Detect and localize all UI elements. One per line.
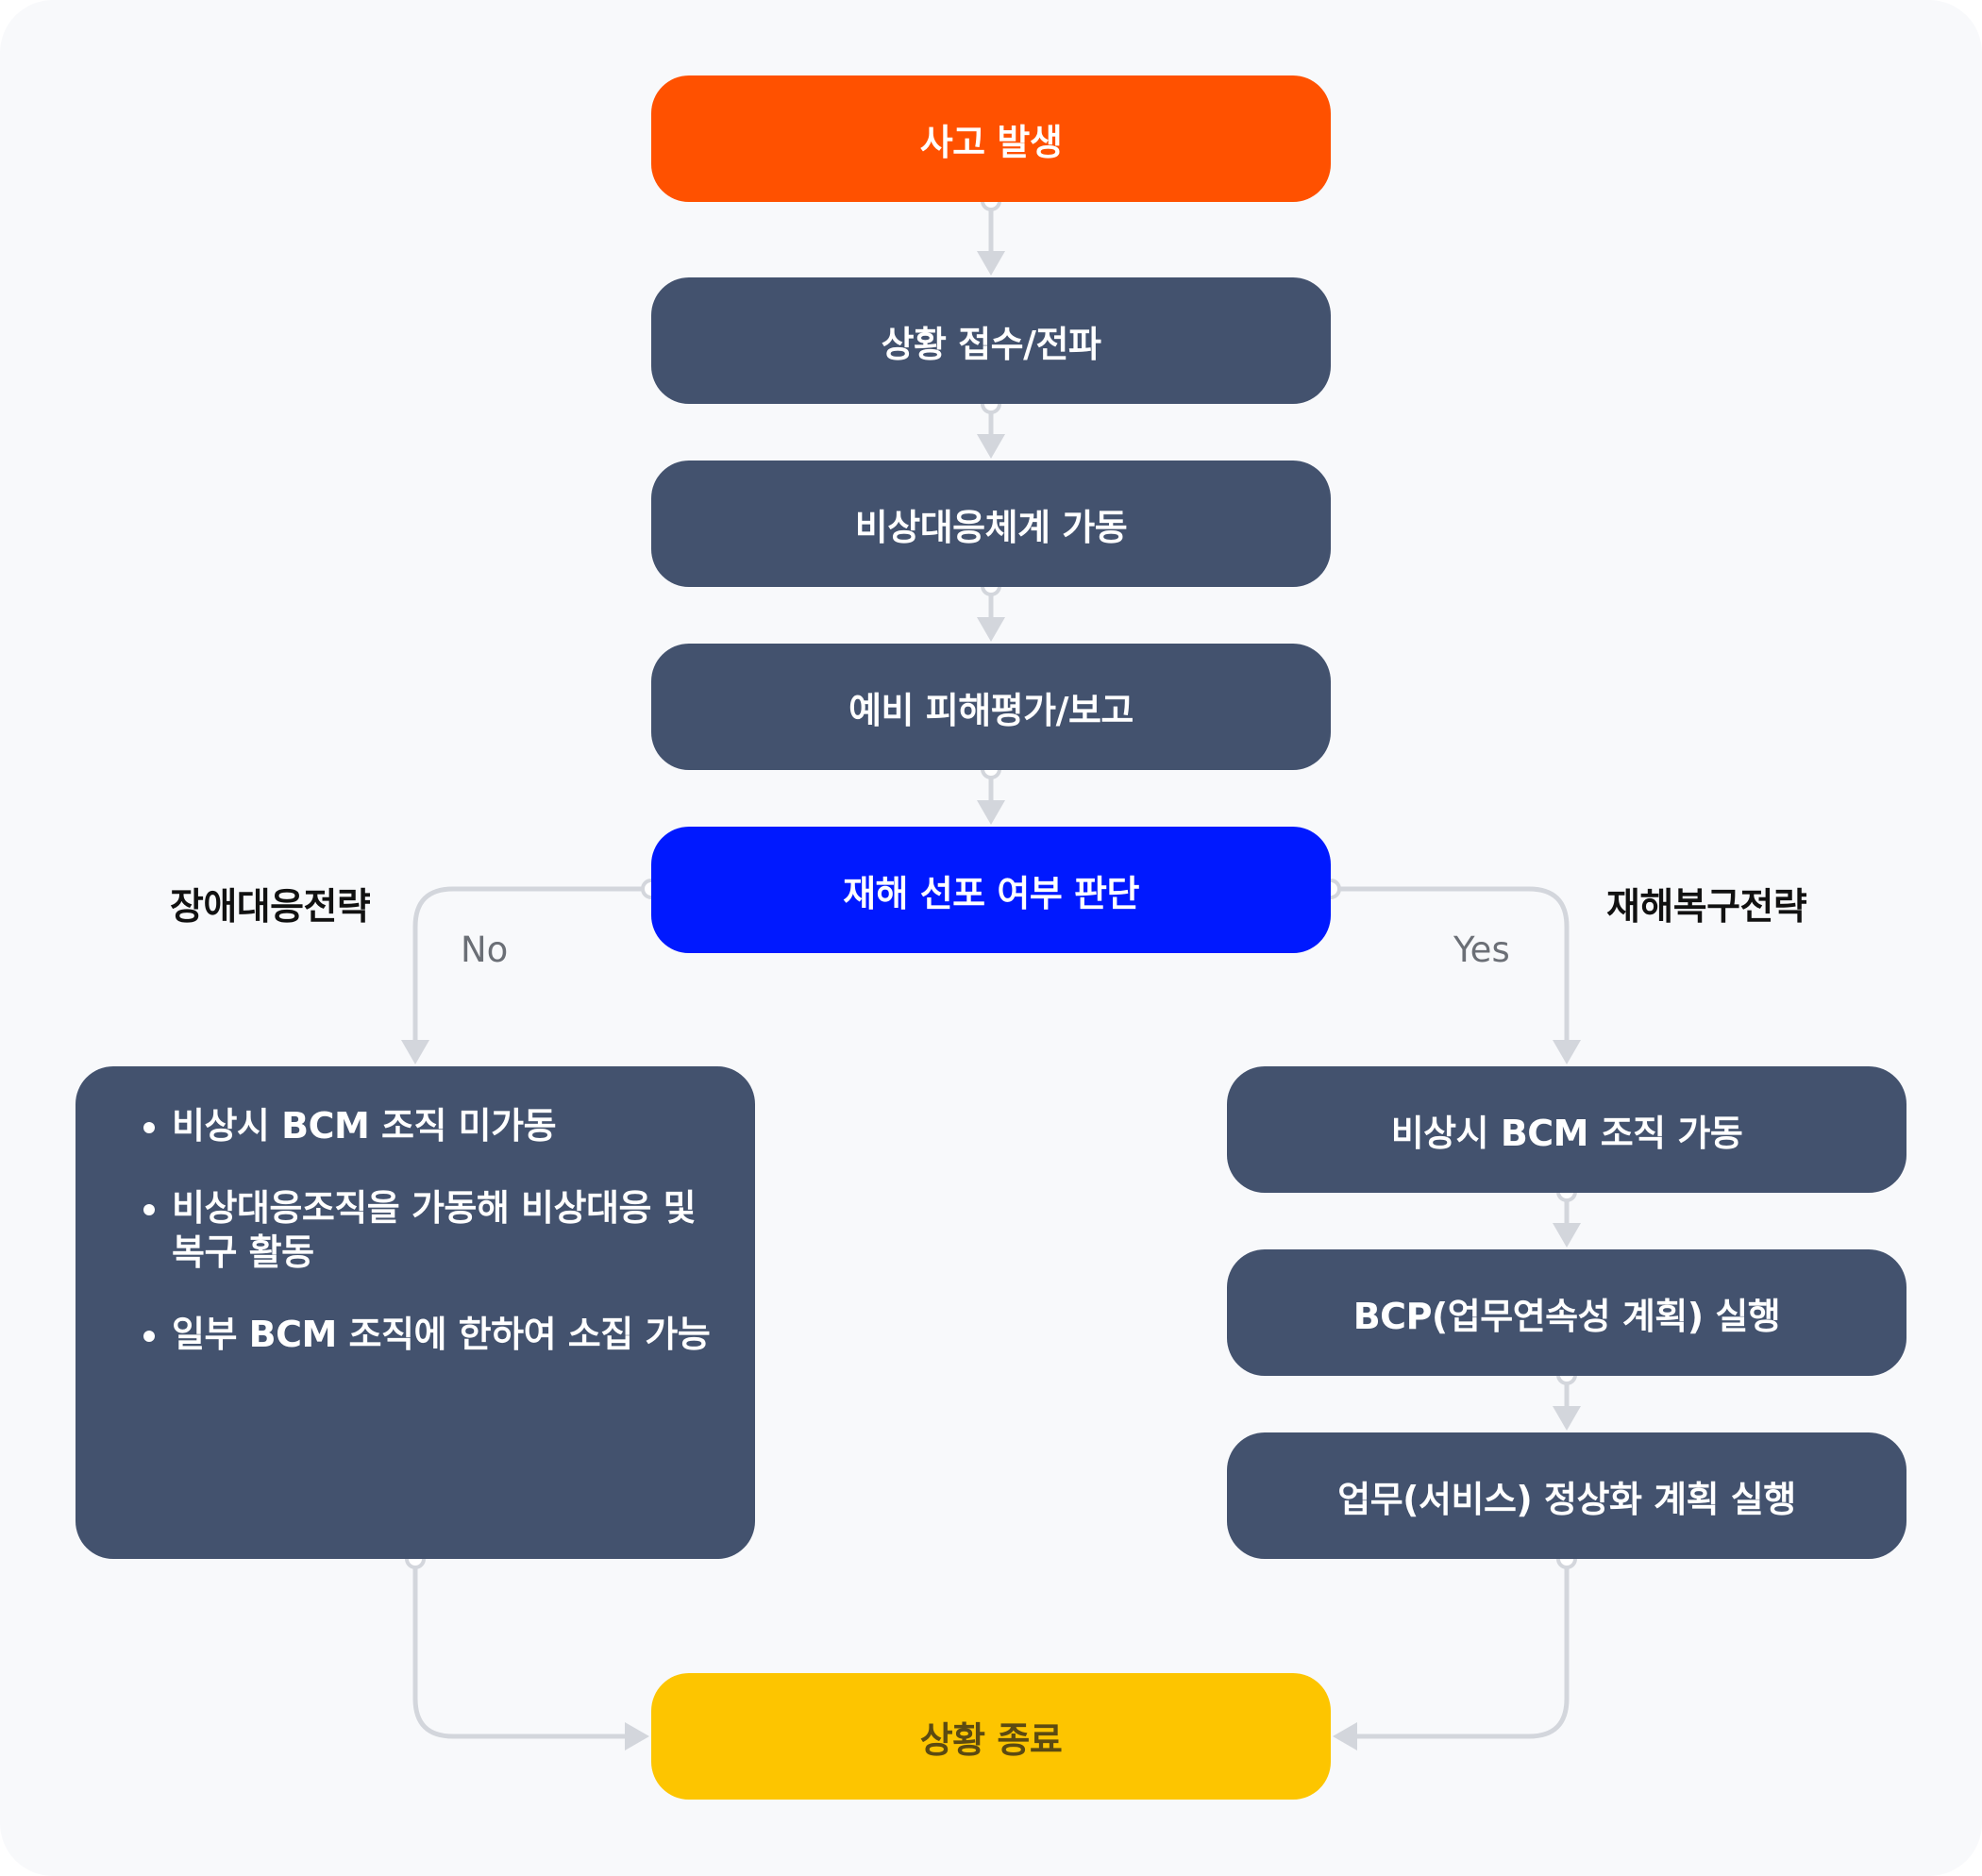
right-answer-label: Yes	[1453, 930, 1510, 970]
node-incident: 사고 발생	[651, 75, 1331, 202]
arrowhead-right-3	[1553, 1406, 1581, 1431]
list-item: 비상대응조직을 가동해 비상대응 및 복구 활동	[172, 1186, 717, 1275]
arrowhead-decision	[977, 800, 1005, 825]
arrowhead-right-2	[1553, 1223, 1581, 1248]
connector-decision-right	[1331, 886, 1570, 1040]
node-assess: 예비 피해평가/보고	[651, 644, 1331, 770]
connector-left-end	[412, 1559, 625, 1739]
node-activate: 비상대응체계 가동	[651, 461, 1331, 587]
node-incident-label: 사고 발생	[919, 121, 1063, 163]
list-item: 비상시 BCM 조직 미가동	[172, 1104, 717, 1148]
connector-right-end	[1357, 1559, 1570, 1739]
connector-decision-left	[412, 886, 651, 1040]
node-right-step-3-label: 업무(서비스) 정상화 계획 실행	[1337, 1478, 1796, 1520]
node-activate-label: 비상대응체계 가동	[854, 506, 1128, 548]
arrowhead-assess	[977, 617, 1005, 642]
list-item: 일부 BCM 조직에 한하여 소집 가능	[172, 1313, 717, 1357]
arrowhead-receive	[977, 251, 1005, 276]
node-end-label: 상황 종료	[919, 1718, 1063, 1761]
arrowhead-end-left	[625, 1722, 649, 1750]
node-right-step-2-label: BCP(업무연속성 계획) 실행	[1352, 1295, 1781, 1337]
arrowhead-activate	[977, 434, 1005, 459]
node-right-step-2: BCP(업무연속성 계획) 실행	[1227, 1249, 1906, 1376]
left-strategy-bullets: 비상시 BCM 조직 미가동 비상대응조직을 가동해 비상대응 및 복구 활동 …	[132, 1104, 717, 1357]
arrowhead-end-right	[1333, 1722, 1357, 1750]
node-assess-label: 예비 피해평가/보고	[848, 689, 1134, 731]
node-right-step-1: 비상시 BCM 조직 가동	[1227, 1066, 1906, 1193]
node-decision-label: 재해 선포 여부 판단	[843, 872, 1139, 914]
right-strategy-label: 재해복구전략	[1606, 886, 1807, 929]
node-right-step-3: 업무(서비스) 정상화 계획 실행	[1227, 1432, 1906, 1559]
node-decision: 재해 선포 여부 판단	[651, 827, 1331, 953]
arrowhead-left-list	[401, 1040, 429, 1064]
node-receive-label: 상황 접수/전파	[881, 323, 1101, 365]
node-right-step-1-label: 비상시 BCM 조직 가동	[1390, 1112, 1743, 1154]
node-end: 상황 종료	[651, 1673, 1331, 1800]
arrowhead-right-1	[1553, 1040, 1581, 1064]
node-receive: 상황 접수/전파	[651, 277, 1331, 404]
left-strategy-label: 장애대응전략	[170, 886, 371, 929]
left-answer-label: No	[461, 930, 509, 970]
node-left-strategy-list: 비상시 BCM 조직 미가동 비상대응조직을 가동해 비상대응 및 복구 활동 …	[76, 1066, 755, 1559]
